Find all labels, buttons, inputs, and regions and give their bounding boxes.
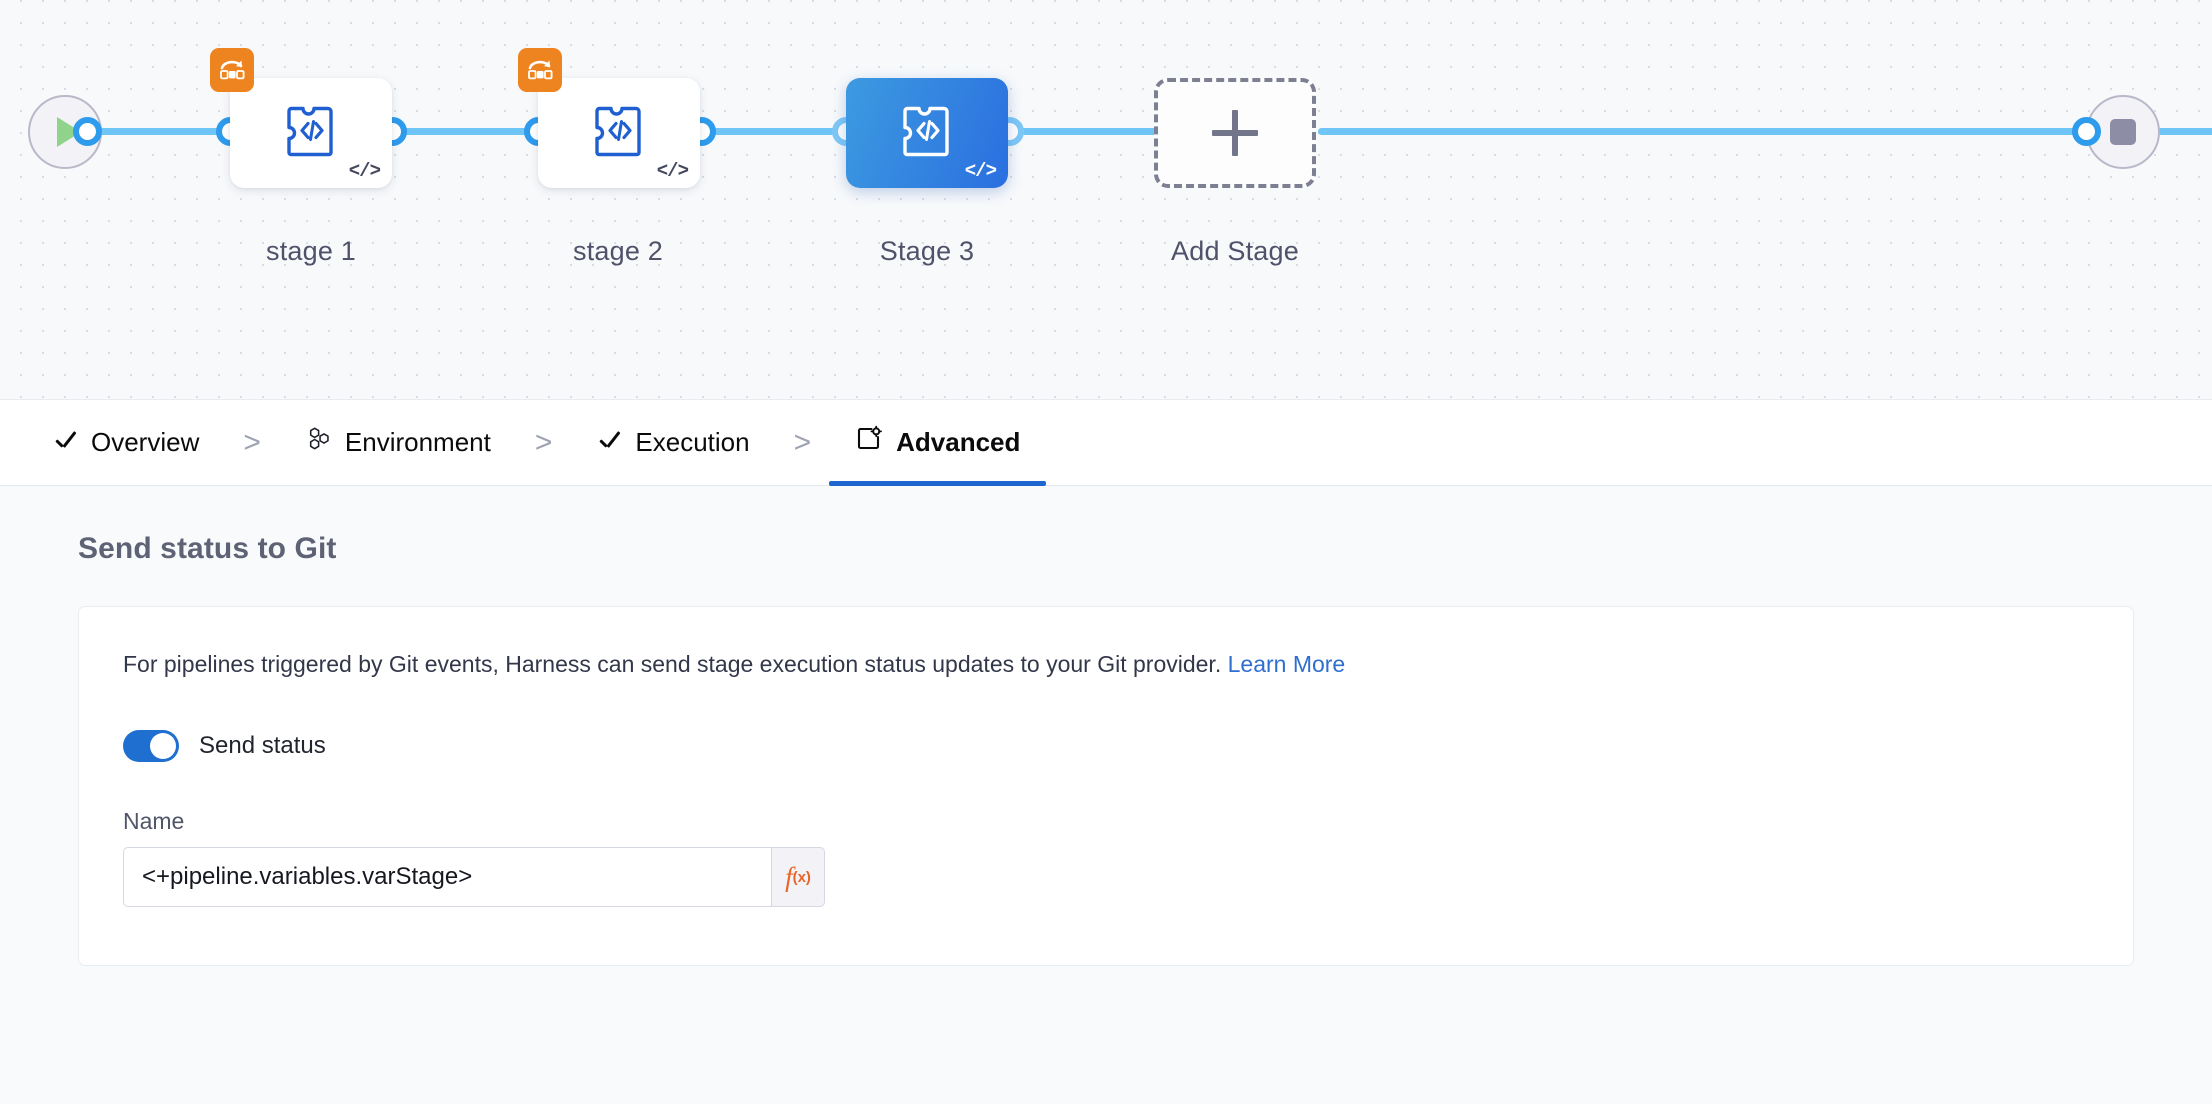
stage-node-stage-2[interactable]: </>: [518, 48, 700, 188]
stage-2-code-badge: </>: [656, 160, 689, 182]
send-status-toggle-label: Send status: [199, 732, 326, 759]
expression-fx-button[interactable]: f(x): [771, 847, 825, 907]
custom-stage-icon: [593, 103, 645, 164]
matrix-looping-icon: [210, 48, 254, 92]
check-icon: [52, 430, 78, 456]
name-field-group: f(x): [123, 847, 825, 907]
add-stage-label: Add Stage: [1171, 236, 1299, 266]
name-input[interactable]: [123, 847, 771, 907]
end-input-handle[interactable]: [2072, 117, 2101, 146]
pipeline-canvas[interactable]: </> stage 1 </> stage 2: [0, 0, 2212, 400]
stage-node-stage-1[interactable]: </>: [210, 48, 392, 188]
stage-2-label: stage 2: [573, 236, 663, 266]
stage-3-code-badge: </>: [964, 160, 997, 182]
tab-advanced[interactable]: Advanced: [829, 400, 1047, 486]
tab-environment-label: Environment: [344, 427, 491, 457]
stage-1-code-badge: </>: [348, 160, 381, 182]
matrix-looping-icon: [518, 48, 562, 92]
tab-overview-label: Overview: [91, 427, 200, 457]
tab-separator: >: [793, 425, 812, 459]
connector-stage2-to-stage3: [707, 128, 952, 135]
card-description-text: For pipelines triggered by Git events, H…: [123, 651, 1222, 677]
plus-icon: [1212, 110, 1258, 156]
advanced-panel: Send status to Git For pipelines trigger…: [0, 486, 2212, 1104]
tab-environment[interactable]: Environment: [279, 400, 517, 485]
stage-3-label: Stage 3: [879, 236, 975, 266]
custom-stage-icon: [285, 103, 337, 164]
name-field-label: Name: [123, 808, 185, 834]
stage-node-stage-3[interactable]: </>: [846, 78, 1008, 188]
stop-icon: [2110, 119, 2136, 145]
custom-stage-icon: [901, 103, 953, 164]
connector-stage1-to-stage2: [400, 128, 640, 135]
send-status-to-git-card: For pipelines triggered by Git events, H…: [78, 606, 2134, 966]
fx-x-glyph: (x): [792, 868, 811, 886]
infrastructure-icon: [305, 426, 332, 460]
tab-advanced-label: Advanced: [896, 427, 1021, 457]
stage-config-tabs[interactable]: Overview > Environment > Execution >: [0, 400, 2212, 486]
connector-stage3-to-addstage: [1014, 128, 1264, 135]
tab-execution[interactable]: Execution: [570, 400, 775, 485]
tab-overview[interactable]: Overview: [26, 400, 225, 485]
send-status-toggle-row: Send status: [123, 730, 2089, 762]
advanced-gear-icon: [855, 425, 883, 460]
connector-addstage-to-end: [1318, 128, 2212, 135]
tab-separator: >: [243, 425, 261, 459]
start-output-handle[interactable]: [73, 117, 102, 146]
toggle-knob: [150, 733, 176, 759]
tab-execution-label: Execution: [635, 427, 750, 457]
card-description: For pipelines triggered by Git events, H…: [123, 651, 2089, 678]
stage-1-label: stage 1: [266, 236, 356, 266]
check-icon: [596, 430, 622, 456]
tab-separator: >: [534, 425, 553, 459]
add-stage-node[interactable]: [1154, 78, 1316, 188]
send-status-toggle[interactable]: [123, 730, 179, 762]
learn-more-link[interactable]: Learn More: [1227, 651, 1346, 677]
page-title: Send status to Git: [78, 532, 337, 565]
fx-f-glyph: f: [785, 861, 793, 892]
